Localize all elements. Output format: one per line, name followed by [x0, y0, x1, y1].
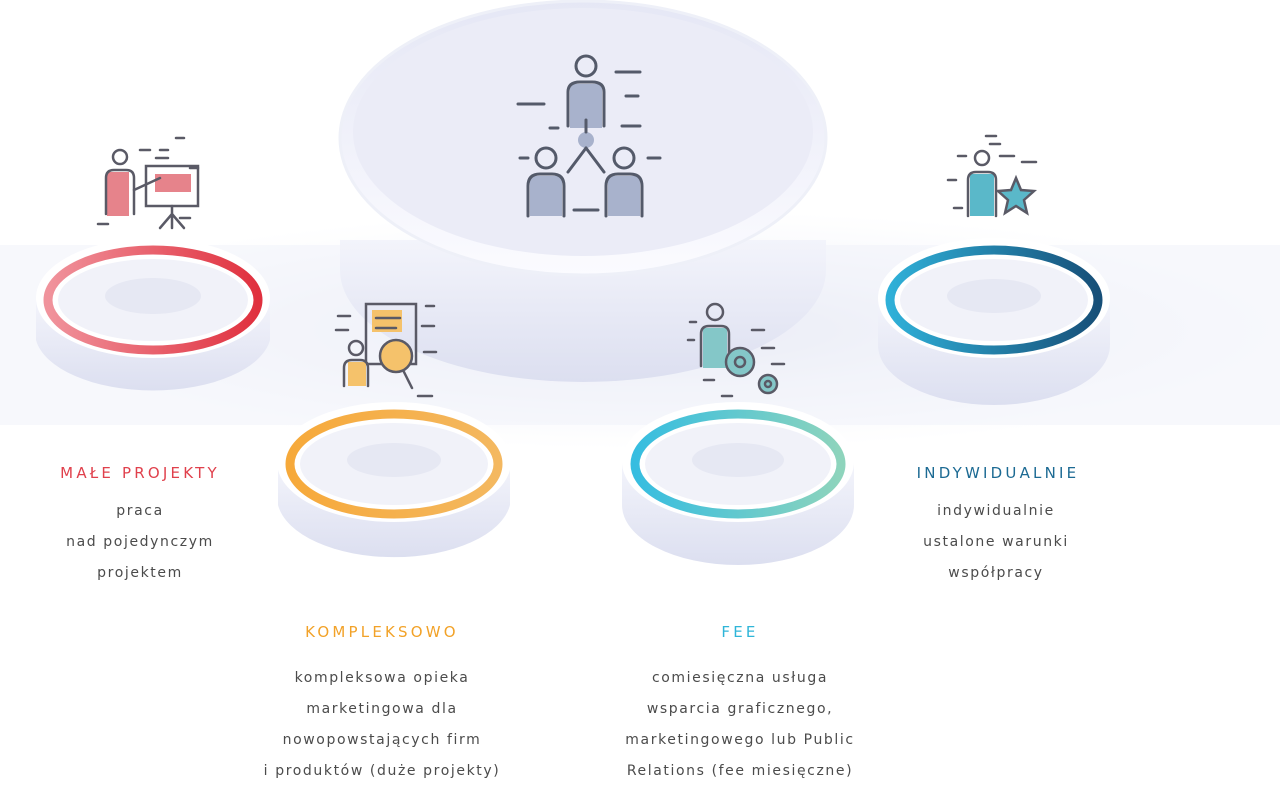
desc-line: kompleksowa opieka [294, 670, 470, 686]
desc-line: comiesięczna usługa [651, 670, 829, 686]
desc-line: współpracy [948, 565, 1044, 581]
desc-fee: comiesięczna usługa wsparcia graficznego… [590, 663, 890, 787]
desc-line: nowopowstających firm [282, 732, 482, 748]
title-kompleksowo: KOMPLEKSOWO [305, 623, 459, 641]
desc-male-projekty: praca nad pojedynczym projektem [20, 496, 260, 589]
desc-line: projektem [97, 565, 183, 581]
red-puck [36, 238, 270, 391]
presenter-icon [96, 136, 200, 230]
desc-line: ustalone warunki [923, 534, 1069, 550]
title-indywidualnie: INDYWIDUALNIE [916, 464, 1080, 482]
search-document-icon [334, 302, 438, 398]
desc-line: marketingowa dla [306, 701, 458, 717]
desc-kompleksowo: kompleksowa opieka marketingowa dla nowo… [234, 663, 530, 787]
title-fee: FEE [721, 623, 759, 641]
teal-puck [622, 402, 854, 565]
team-hierarchy-icon [516, 54, 662, 218]
desc-line: marketingowego lub Public [625, 732, 855, 748]
desc-line: Relations (fee miesięczne) [626, 763, 854, 779]
desc-line: i produktów (duże projekty) [263, 763, 501, 779]
desc-line: indywidualnie [937, 503, 1055, 519]
desc-line: praca [116, 503, 164, 519]
person-star-icon [946, 134, 1038, 218]
desc-line: wsparcia graficznego, [646, 701, 834, 717]
title-male-projekty: MAŁE PROJEKTY [60, 464, 220, 482]
gears-person-icon [686, 302, 786, 398]
desc-line: nad pojedynczym [66, 534, 214, 550]
blue-puck [878, 238, 1110, 405]
orange-puck [277, 402, 511, 558]
center-puck [338, 0, 828, 382]
desc-indywidualnie: indywidualnie ustalone warunki współprac… [876, 496, 1116, 589]
